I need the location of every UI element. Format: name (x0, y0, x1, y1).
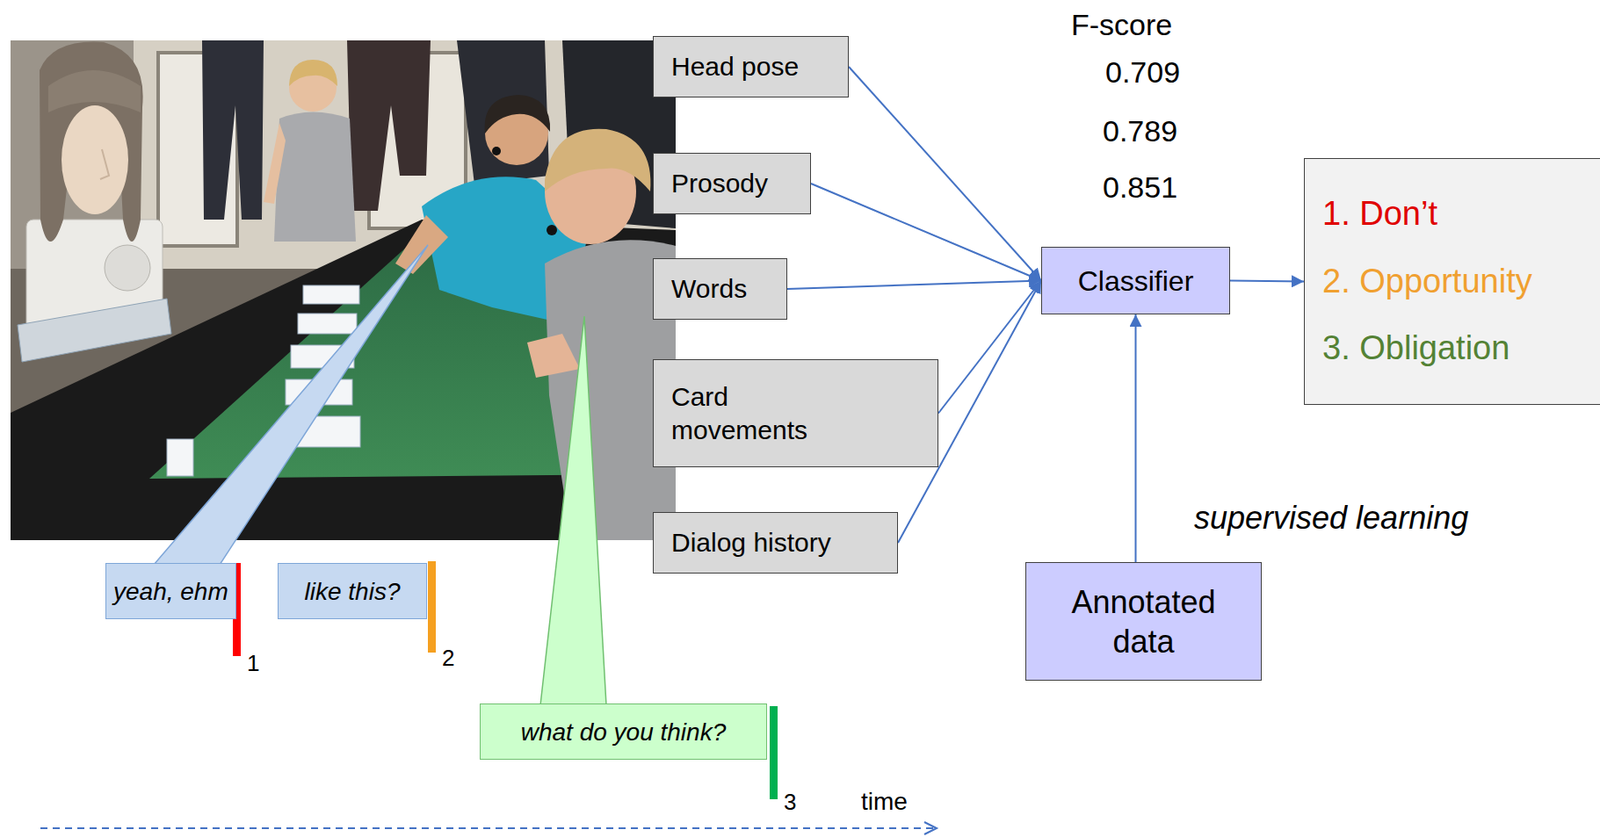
child-hair (544, 129, 651, 192)
box-label: yeah, ehm (113, 576, 229, 608)
class-label: 1. Don’t (1322, 193, 1438, 236)
box-label: Card movements (671, 380, 848, 447)
box-label: Annotated data (1056, 582, 1232, 662)
standing-person (202, 40, 264, 220)
box-label: Words (671, 272, 747, 306)
box-label: Prosody (671, 166, 768, 201)
time-axis-head (924, 822, 937, 835)
speech-bubble: yeah, ehm (105, 563, 237, 620)
box-label: like this? (304, 576, 401, 608)
box-label: Dialog history (671, 526, 832, 560)
column-header: F-score (1071, 7, 1173, 44)
box-label: Classifier (1078, 263, 1195, 299)
callout-tail (540, 316, 607, 706)
robot-speaker (104, 245, 151, 291)
child-hair (485, 94, 551, 134)
edge-annotation: supervised learning (1194, 499, 1469, 537)
speech-bubble: like this? (277, 563, 428, 620)
score-value: 0.789 (1102, 113, 1178, 150)
time-marker (769, 706, 778, 800)
child-arm (527, 333, 580, 378)
callout-number: 2 (441, 644, 455, 673)
robot-face (61, 105, 129, 215)
robot-hat-band (48, 70, 141, 113)
feature-box: Dialog history (652, 512, 898, 574)
output-classes-box: 1. Don’t 2. Opportunity 3. Obligation (1303, 158, 1600, 406)
time-marker (427, 561, 436, 653)
score-value: 0.709 (1105, 54, 1181, 91)
card (303, 285, 360, 305)
time-axis (40, 827, 934, 830)
axis-label: time (861, 787, 908, 818)
feature-box: Words (652, 258, 788, 320)
box-label: what do you think? (521, 716, 727, 748)
headset-mic (492, 146, 501, 156)
connector-arrow (938, 281, 1042, 414)
card (297, 313, 357, 334)
classifier-box: Classifier (1041, 246, 1231, 315)
child-hair (289, 59, 338, 87)
card (166, 439, 194, 477)
connector-arrow (1230, 281, 1304, 283)
child-arm (263, 123, 286, 204)
connector-arrow (848, 66, 1042, 282)
child-shirt (274, 112, 356, 243)
callout-number: 1 (246, 650, 260, 678)
connector-arrow (787, 281, 1042, 290)
callout-tail (153, 245, 428, 565)
child-arm (395, 215, 449, 275)
feature-box: Head pose (652, 36, 849, 98)
box-label: Head pose (671, 50, 799, 84)
data-box: Annotated data (1025, 562, 1262, 681)
score-value: 0.851 (1102, 169, 1178, 206)
class-label: 3. Obligation (1322, 327, 1510, 370)
headset-mic (546, 224, 558, 236)
callout-number: 3 (783, 789, 797, 817)
standing-person (347, 40, 431, 211)
speech-bubble: what do you think? (479, 703, 768, 761)
class-label: 2. Opportunity (1322, 260, 1533, 304)
feature-box: Prosody (652, 152, 811, 215)
connector-arrow (810, 183, 1042, 282)
connector-arrow (1135, 314, 1137, 563)
robot-fur-hat (39, 42, 144, 242)
feature-box: Card movements (652, 359, 939, 468)
robot-nose (100, 149, 109, 180)
